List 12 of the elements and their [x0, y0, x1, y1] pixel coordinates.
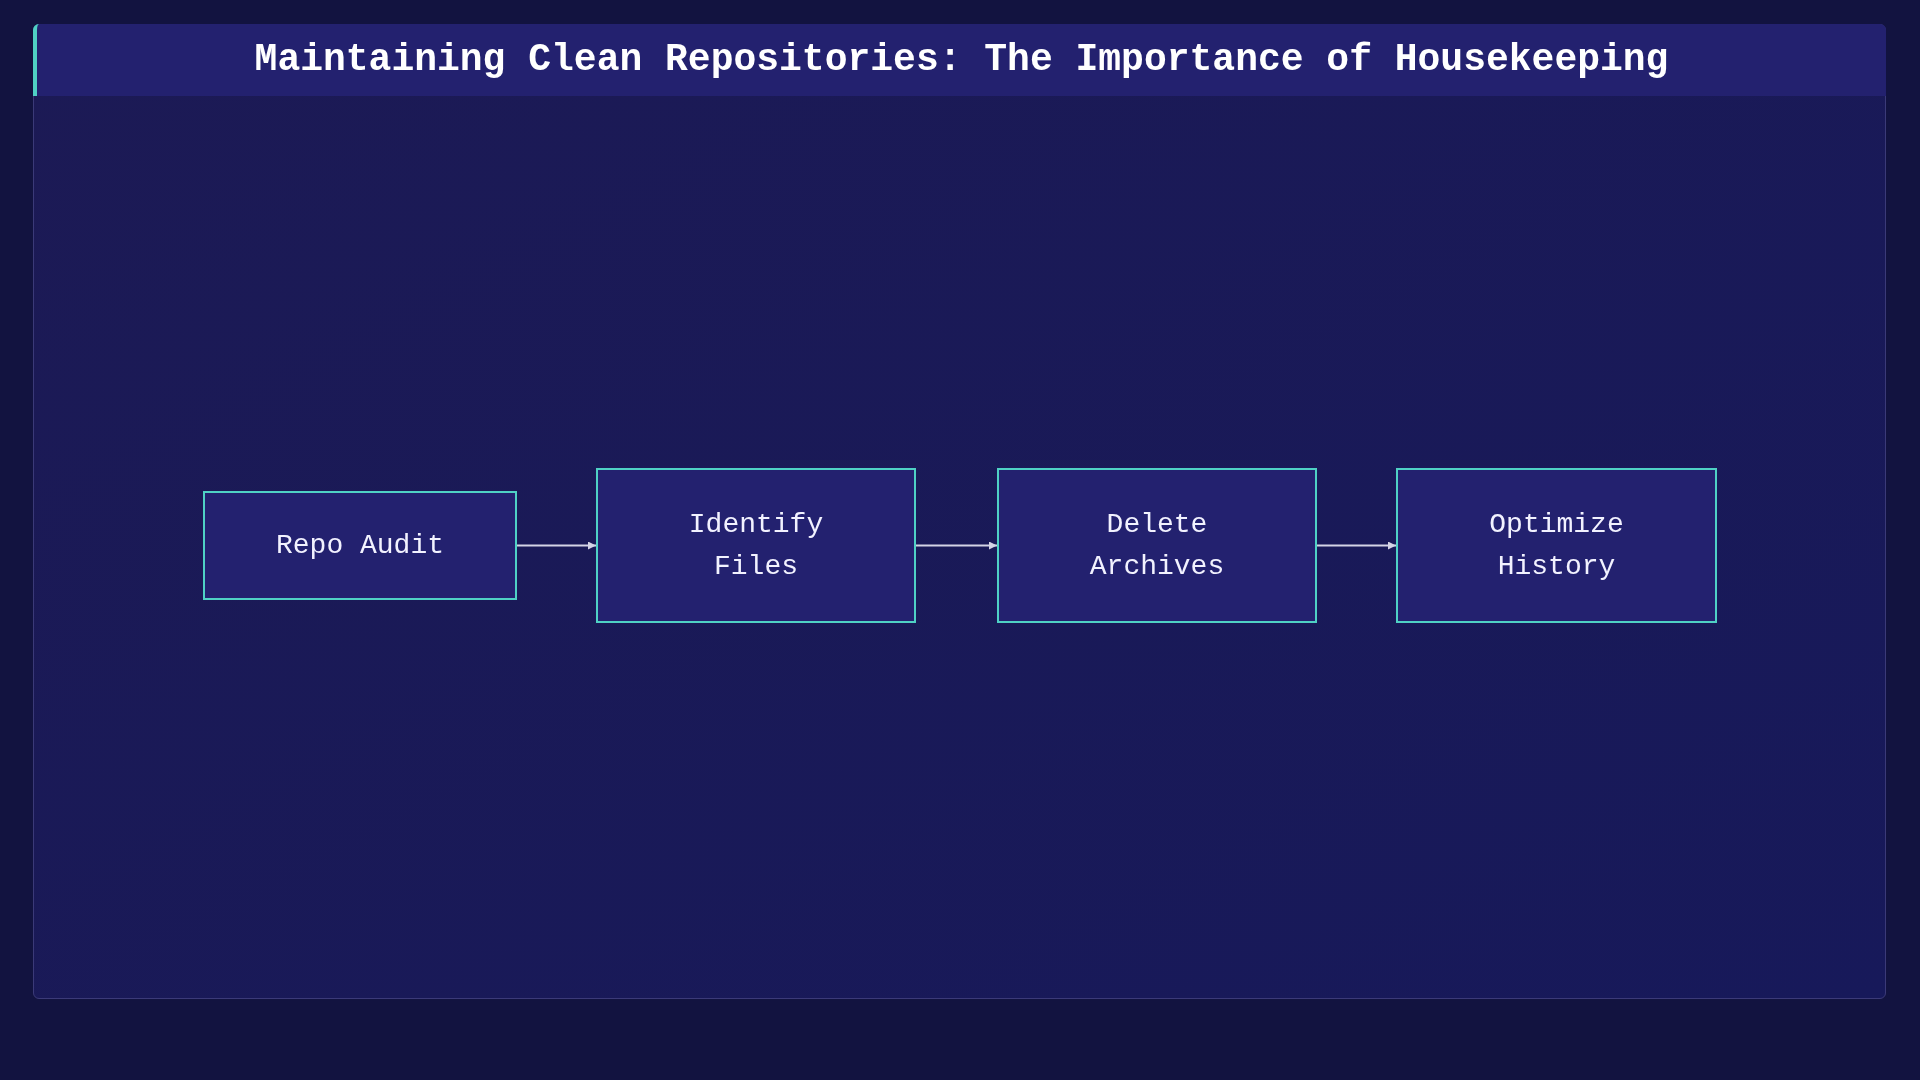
arrow	[915, 541, 998, 550]
process-box	[997, 468, 1317, 623]
box-label: Repo Audit	[275, 528, 445, 563]
title: Maintaining Clean Repositories: The Importance of Housekeeping	[254, 41, 1669, 79]
arrow	[516, 541, 597, 550]
box-label: Delete Archives	[1088, 507, 1226, 584]
box-label: Identify Files	[687, 507, 825, 584]
process-box	[1396, 468, 1717, 623]
arrow	[1316, 541, 1397, 550]
box-label: Optimize History	[1488, 507, 1625, 584]
process-box	[596, 468, 916, 623]
process-box	[203, 491, 517, 600]
